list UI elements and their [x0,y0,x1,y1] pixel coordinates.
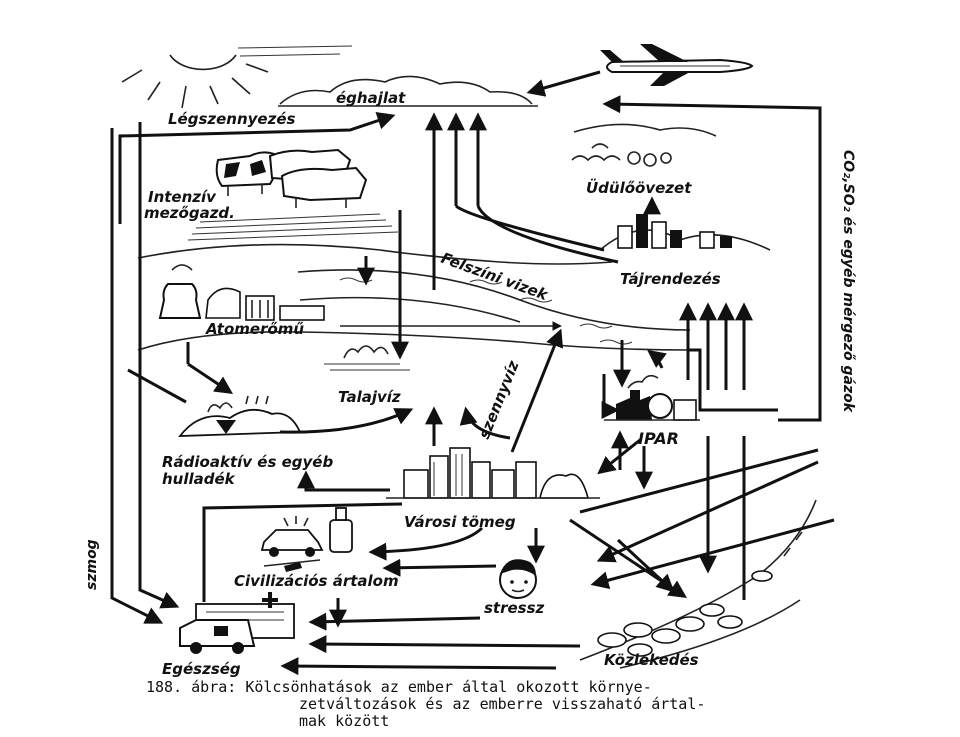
sun-icon [121,45,353,109]
caption-line-3: mak között [299,712,389,730]
label-intenziv-1: Intenzív [148,188,217,206]
label-stressz: stressz [484,599,545,617]
label-felszini-vizek: Felszíni vizek [439,249,551,305]
label-talajviz: Talajvíz [338,388,401,406]
factory-icon [604,374,700,421]
label-egeszseg: Egészség [162,660,241,678]
cattle-icon [215,148,368,208]
label-udulo: Üdülőövezet [586,178,692,197]
label-kozlekedes: Közlekedés [604,651,699,669]
label-varosi-tomeg: Városi tömeg [404,513,516,531]
caption-line-1: 188. ábra: Kölcsönhatások az ember által… [146,678,652,696]
cars-icon [579,499,817,669]
label-tajrendezes: Tájrendezés [620,270,721,288]
waste-icon [178,395,302,437]
label-civilizacios: Civilizációs ártalom [234,572,399,590]
face-icon [499,559,537,599]
cloud-icon [278,75,538,107]
car-bottle-icon [260,507,353,572]
label-eghajlat: éghajlat [336,89,406,107]
field-hatching [187,213,399,241]
caption-line-2: zetváltozások és az emberre visszaható á… [299,695,705,713]
airplane-icon [600,44,754,86]
resort-icon [571,123,717,167]
label-radioaktiv-1: Rádioaktív és egyéb [162,453,333,471]
label-atomeromu: Atomerőmű [205,320,304,338]
label-gases: CO₂,SO₂ és egyéb mérgező gázok [840,150,856,414]
label-radioaktiv-2: hulladék [162,470,236,488]
city-icon [386,447,600,499]
label-legszennyezes: Légszennyezés [168,110,296,128]
label-ipar: IPAR [638,429,679,448]
label-szmog: szmog [84,539,100,590]
ambulance-icon [179,592,295,654]
nuclear-plant-icon [158,264,325,321]
town-icon [599,214,771,251]
label-intenziv-2: mezőgazd. [144,204,235,222]
figure-caption: 188. ábra: Kölcsönhatások az ember által… [146,678,705,730]
groundwater-icon [324,345,410,371]
